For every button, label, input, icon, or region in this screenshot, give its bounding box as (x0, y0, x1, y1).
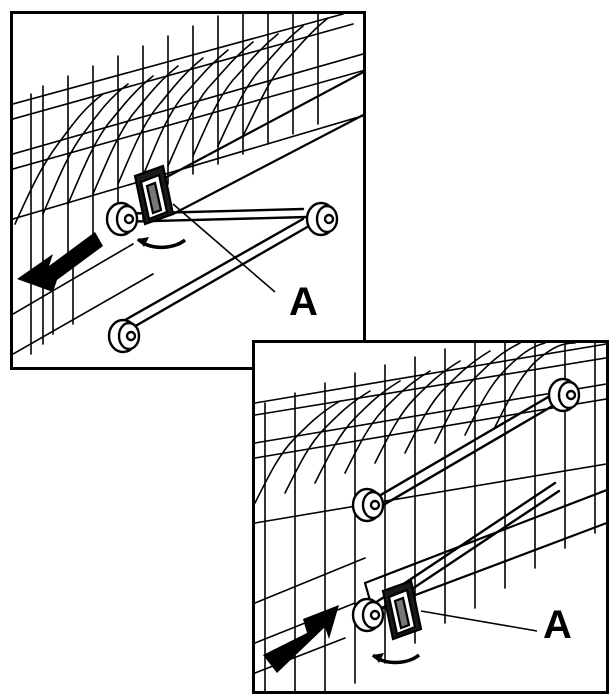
wheel-icon (351, 597, 385, 633)
diagram-panel-bottom: A (252, 340, 609, 694)
callout-leader-line (420, 610, 538, 632)
wheels (351, 377, 581, 633)
wheel-icon (351, 487, 385, 523)
wheel-icon (305, 201, 339, 237)
basket-horizontal-wires (13, 14, 363, 220)
rotate-arrow-icon (371, 653, 421, 665)
push-in-arrow-icon (263, 605, 339, 673)
wheel-axles (111, 207, 311, 334)
callout-label-a: A (289, 280, 318, 324)
basket-tines (255, 343, 576, 504)
rail-stopper-icon (381, 579, 423, 641)
callout-label-a: A (543, 603, 572, 647)
wheel-axles (361, 391, 563, 621)
wheel-icon (107, 318, 141, 354)
wheels (105, 201, 339, 354)
basket-tines (14, 17, 329, 225)
rotate-arrow-icon (136, 237, 187, 250)
rack-drawing-bottom (255, 343, 606, 691)
rail-stopper-icon (133, 164, 175, 226)
basket-lower-frame (13, 243, 154, 355)
basket-horizontal-wires (255, 343, 606, 524)
rack-drawing-top (13, 14, 363, 355)
wheel-icon (105, 201, 139, 237)
pull-out-arrow-icon (17, 232, 103, 292)
callout-leader-line (172, 203, 276, 293)
wheel-icon (547, 377, 581, 413)
diagram-panel-top: A (10, 11, 366, 370)
